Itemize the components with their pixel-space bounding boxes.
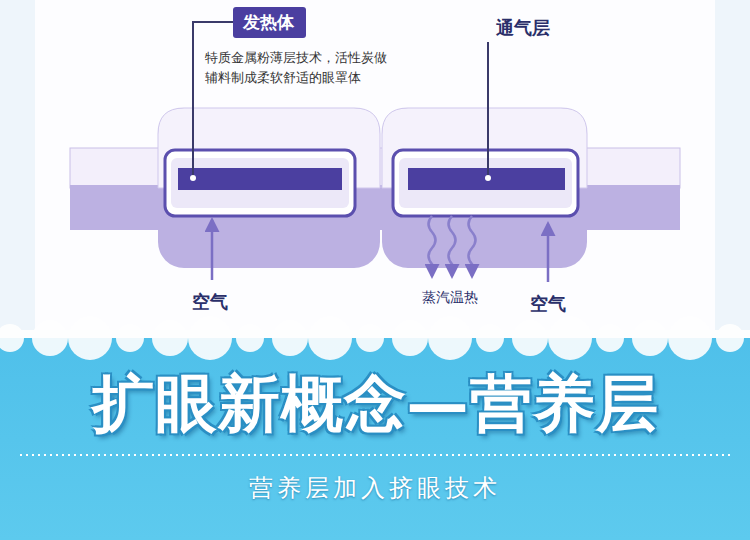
heating-element xyxy=(408,168,565,190)
description: 特质金属粉薄层技术，活性炭做辅料制成柔软舒适的眼罩体 xyxy=(205,48,390,88)
air-arrow xyxy=(547,224,550,282)
part-name: 空气 xyxy=(192,290,228,314)
pod xyxy=(382,108,587,268)
heating-element xyxy=(178,168,342,190)
pod xyxy=(158,108,380,268)
air-arrow xyxy=(211,220,214,280)
caption: 营养层加入挤眼技术 xyxy=(249,472,501,504)
title-band xyxy=(0,338,750,540)
part-name: 通气层 xyxy=(496,16,550,40)
part-name: 蒸汽温热 xyxy=(422,289,478,307)
steam-arrow xyxy=(449,216,456,276)
label-box: 发热体 xyxy=(233,7,306,38)
steam-arrow xyxy=(469,216,476,276)
steam-arrow xyxy=(429,216,436,276)
heater-inner xyxy=(399,158,572,208)
part-name: 空气 xyxy=(530,292,566,316)
leader-line xyxy=(193,22,233,176)
title: 扩眼新概念—营养层 xyxy=(92,362,659,446)
eye-mask xyxy=(70,22,680,282)
dotted-rule xyxy=(20,454,730,456)
leader-dot xyxy=(190,175,196,181)
leader-line xyxy=(487,42,489,176)
leader-dot xyxy=(485,175,491,181)
panel xyxy=(35,0,715,330)
heater-frame xyxy=(393,150,578,216)
heater-inner xyxy=(171,158,349,208)
clouds xyxy=(0,316,750,360)
label-text: 发热体 xyxy=(243,11,296,34)
